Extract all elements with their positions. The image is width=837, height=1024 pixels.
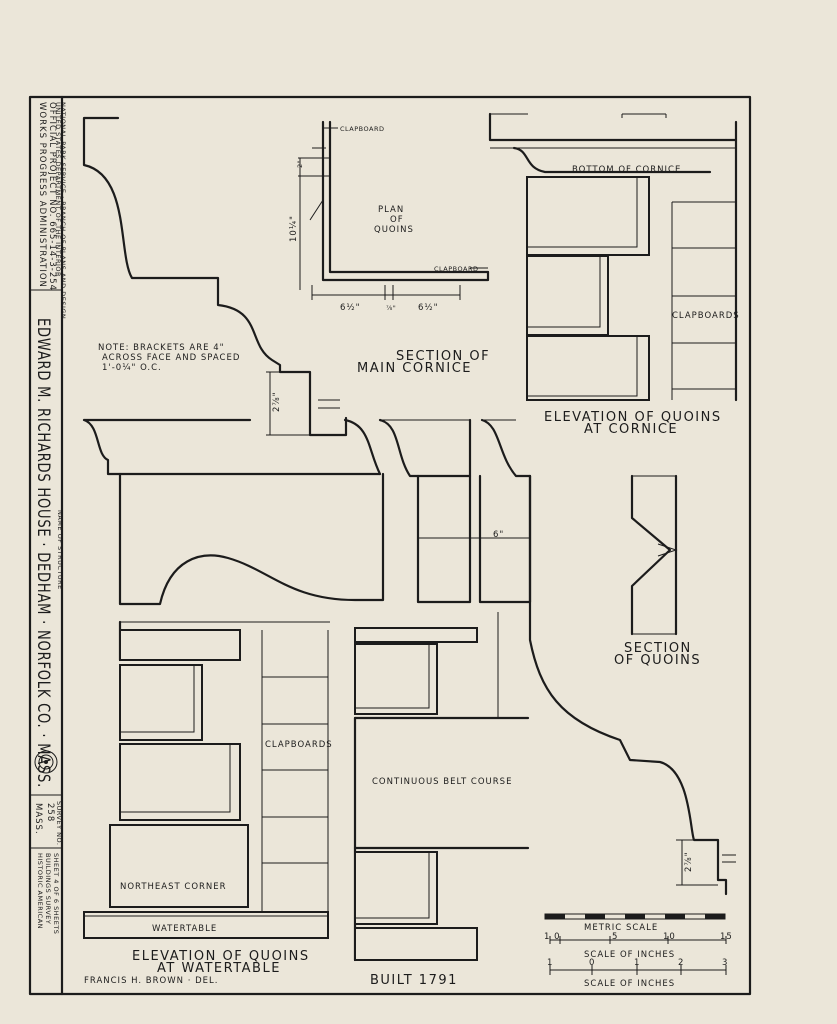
clapboards-upper-label: CLAPBOARDS — [672, 311, 740, 321]
elev-watertable-title-1: ELEVATION OF QUOINS — [132, 949, 310, 964]
dim-2q-lower: 2⅞" — [684, 851, 694, 872]
section-quoins-title-2: OF QUOINS — [614, 653, 701, 668]
metric-tick-10: 10 — [663, 932, 676, 942]
dim-6b-in: 6½" — [418, 303, 439, 313]
note-line-3: 1'-0¼" O.C. — [102, 363, 162, 373]
inch-scale-bar — [549, 965, 727, 975]
plan-of-quoins — [298, 120, 490, 300]
clapboards-lower-label: CLAPBOARDS — [265, 740, 333, 750]
sheet-info: SHEET 4 OF 6 SHEETS — [52, 853, 60, 934]
agency-line-1: WORKS PROGRESS ADMINISTRATION — [37, 102, 47, 288]
plan-title-3: QUOINS — [374, 225, 414, 235]
dim-6a-in: 6½" — [340, 303, 361, 313]
note-line-1: NOTE: BRACKETS ARE 4" — [98, 343, 225, 353]
dim-10-in: 10¼" — [289, 215, 299, 242]
plan-title-2: OF — [390, 215, 404, 225]
habs-line-1: HISTORIC AMERICAN — [36, 853, 44, 929]
inch-tick-minus-1: 1 — [547, 958, 553, 968]
agency-line-3: UNITED STATES DEPARTMENT OF THE INTERIOR — [54, 102, 62, 277]
section-quoins-title-1: SECTION — [624, 641, 692, 656]
dim-frac-in: ⅞" — [386, 304, 396, 312]
delineator-label: FRANCIS H. BROWN · DEL. — [84, 976, 218, 986]
belt-course-elevation — [82, 418, 532, 606]
seal-icon — [34, 750, 58, 774]
metric-scale-label: METRIC SCALE — [584, 923, 658, 933]
metric-tick-5: 5 — [612, 932, 618, 942]
metric-scale-bar — [544, 913, 726, 920]
inch-tick-1: 1 — [634, 958, 640, 968]
clapboard-label-1: CLAPBOARD — [340, 125, 385, 133]
habs-line-2: BUILDINGS SURVEY — [44, 853, 52, 924]
dim-2q-cornice: 2⅞" — [272, 391, 282, 412]
large-cornice-profile — [528, 474, 728, 896]
metric-tick-15: 15 — [720, 932, 733, 942]
section-of-quoins — [630, 474, 678, 636]
elevation-cornice — [488, 112, 738, 402]
cornice-profile — [82, 116, 348, 437]
elevation-watertable — [83, 620, 330, 939]
survey-no-line-1: MASS. — [33, 803, 43, 835]
dim-2-in: 2" — [296, 160, 304, 168]
elev-watertable-title-2: AT WATERTABLE — [157, 961, 281, 976]
bottom-of-cornice-label: BOTTOM OF CORNICE — [572, 165, 681, 175]
structure-label: NAME OF STRUCTURE — [56, 510, 64, 590]
elev-cornice-title-1: ELEVATION OF QUOINS — [544, 410, 722, 425]
dim-6-in: 6" — [493, 530, 504, 540]
northeast-corner-label: NORTHEAST CORNER — [120, 882, 227, 892]
elev-cornice-title-2: AT CORNICE — [584, 422, 678, 437]
structure-name: EDWARD M. RICHARDS HOUSE · DEDHAM · NORF… — [33, 318, 53, 788]
belt-course-detail — [353, 612, 530, 962]
sheet-border — [28, 95, 752, 996]
metric-tick-0: 1 0 — [544, 932, 561, 942]
survey-label: SURVEY NO. — [55, 801, 63, 845]
title-block: WORKS PROGRESS ADMINISTRATION OFFICIAL P… — [30, 95, 67, 996]
centimeter-scale-bar — [549, 936, 727, 944]
inches-scale-label-1: SCALE OF INCHES — [584, 950, 675, 960]
inch-tick-3: 3 — [722, 958, 728, 968]
plan-title-1: PLAN — [378, 205, 404, 215]
note-line-2: ACROSS FACE AND SPACED — [102, 353, 240, 363]
agency-line-4: NATIONAL PARK SERVICE · BRANCH OF PLANS … — [59, 102, 67, 319]
clapboard-label-2: CLAPBOARD — [434, 265, 479, 273]
section-cornice-title-1: SECTION OF — [396, 349, 490, 364]
watertable-label: WATERTABLE — [152, 924, 217, 934]
agency-line-2: OFFICIAL PROJECT NO. 665-14-3-254 — [47, 102, 57, 291]
inch-tick-0: 0 — [589, 958, 595, 968]
inch-tick-2: 2 — [678, 958, 684, 968]
survey-no-line-2: 258 — [45, 803, 55, 822]
belt-course-label: CONTINUOUS BELT COURSE — [372, 777, 512, 787]
inches-scale-label-2: SCALE OF INCHES — [584, 979, 675, 989]
section-cornice-title-2: MAIN CORNICE — [357, 361, 472, 376]
built-date-label: BUILT 1791 — [370, 973, 458, 988]
